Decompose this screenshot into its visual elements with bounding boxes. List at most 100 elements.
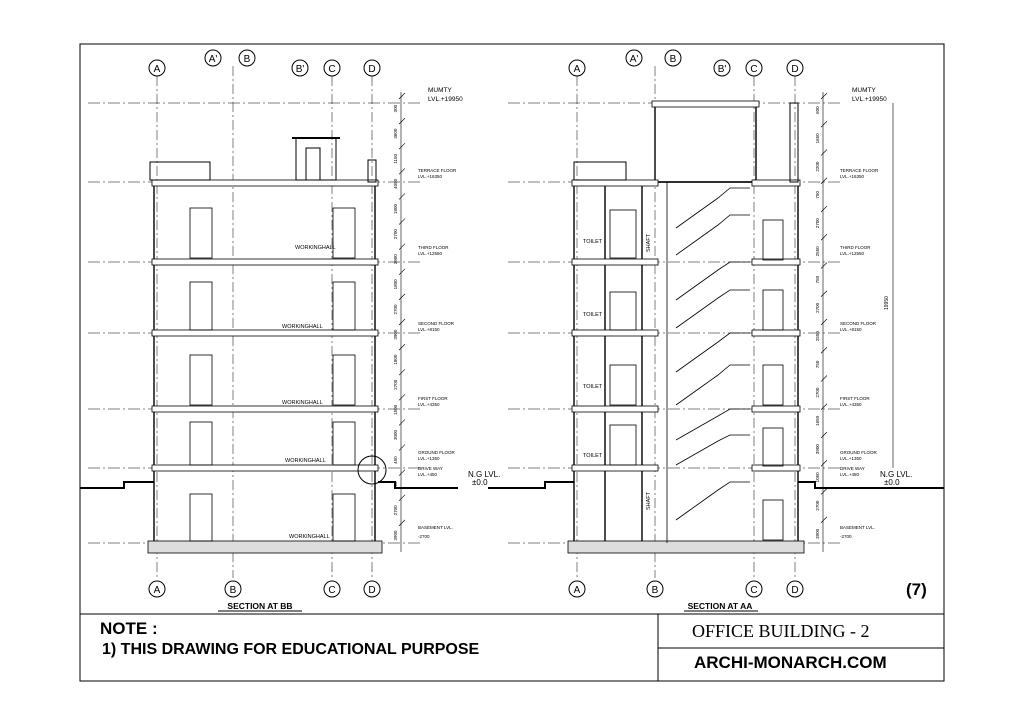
dimension-value: 1650 — [815, 415, 820, 426]
project-title: OFFICE BUILDING - 2 — [692, 621, 870, 641]
dimension-value: 1050 — [815, 472, 820, 483]
level-name: THIRD FLOOR — [840, 245, 871, 250]
level-name: MUMTY — [428, 87, 452, 94]
level-value: LVL.+450 — [840, 472, 860, 477]
dimension-value: 600 — [815, 106, 820, 114]
dimension-tick — [820, 262, 828, 269]
building-outline-bb — [153, 181, 376, 544]
dimension-tick — [398, 268, 406, 275]
dimension-value: 3900 — [815, 444, 820, 455]
dimension-tick — [398, 519, 406, 527]
dimension-value: 1500 — [393, 404, 398, 415]
dimension-tick — [398, 92, 406, 100]
ground-level-label: N.G LVL. — [468, 470, 500, 479]
grid-label: C — [750, 585, 757, 596]
floor-slabs-aa — [567, 100, 805, 554]
ground-level-label: N.G LVL. — [880, 470, 912, 479]
dimension-tick — [820, 488, 828, 495]
grid-label: B — [652, 585, 659, 596]
dimension-value: 2200 — [815, 161, 820, 172]
doors-bb — [189, 207, 356, 542]
dimension-tick — [820, 149, 828, 156]
section-caption: SECTION AT BB — [227, 601, 292, 611]
level-name: DRIVE WAY — [418, 466, 443, 471]
floor-slabs-bb — [147, 179, 383, 554]
level-value: -2700 — [840, 534, 852, 539]
dimension-tick — [820, 403, 828, 410]
level-name: DRIVE WAY — [840, 466, 865, 471]
dimension-value: 750 — [815, 360, 820, 368]
ground-level-value: ±0.0 — [472, 478, 488, 487]
dimension-tick — [820, 121, 828, 128]
level-name: BASEMENT LVL. — [418, 525, 453, 530]
room-label: WORKINGHALL — [295, 245, 336, 251]
dimension-value: 750 — [815, 275, 820, 283]
room-label: WORKINGHALL — [282, 324, 323, 330]
room-label: WORKINGHALL — [289, 534, 330, 540]
dimension-tick — [820, 516, 828, 523]
level-name: TERRACE FLOOR — [418, 168, 457, 173]
dimension-value: 3000 — [393, 429, 398, 440]
level-value: LVL.+12550 — [840, 251, 865, 256]
dimension-tick — [820, 375, 828, 382]
detail-callout-circle — [357, 455, 387, 485]
staircase-aa — [666, 182, 750, 543]
dimension-value: 750 — [815, 191, 820, 199]
grid-label: C — [328, 585, 335, 596]
level-value: LVL.+4350 — [840, 402, 862, 407]
dimension-value: 2700 — [393, 229, 398, 240]
level-name: BASEMENT LVL. — [840, 525, 875, 530]
grid-label: D — [368, 64, 375, 75]
section-aa: A A' B B' C D — [488, 49, 944, 612]
dimension-tick — [398, 218, 406, 225]
dimension-tick — [398, 394, 406, 401]
level-value: -2700 — [418, 534, 430, 539]
room-label: TOILET — [583, 453, 603, 459]
level-value: LVL.+19950 — [852, 96, 887, 103]
level-value: LVL.+450 — [418, 472, 438, 477]
dimension-value: 3600 — [393, 128, 398, 139]
shaft-label: SHAFT — [646, 233, 652, 252]
dimension-tick — [398, 143, 406, 150]
level-value: LVL.+16350 — [418, 174, 443, 179]
grid-label: B — [244, 54, 251, 65]
dimension-value: 1800 — [393, 279, 398, 290]
level-name: THIRD FLOOR — [418, 245, 449, 250]
dimension-value: 3900 — [393, 530, 398, 541]
level-name: SECOND FLOOR — [418, 321, 455, 326]
level-value: LVL.+19950 — [428, 96, 463, 103]
room-label: WORKINGHALL — [282, 400, 323, 406]
room-label: TOILET — [583, 312, 603, 318]
dimension-tick — [820, 234, 828, 241]
dimension-tick — [820, 177, 828, 184]
grid-label: A' — [209, 54, 218, 65]
dimension-tick — [820, 431, 828, 439]
grid-label: C — [328, 64, 335, 75]
grid-bubbles-top-aa: A A' B B' C D — [568, 49, 804, 77]
level-value: LVL.+8150 — [840, 327, 862, 332]
level-value: LVL.+8150 — [418, 327, 440, 332]
website-label: ARCHI-MONARCH.COM — [694, 653, 887, 672]
sheet-border — [79, 43, 945, 682]
ground-level-value: ±0.0 — [884, 478, 900, 487]
dimension-value: 2700 — [815, 302, 820, 313]
ground-line-aa-right — [798, 481, 944, 489]
dimension-tick — [820, 347, 828, 354]
grid-label: B' — [718, 64, 727, 75]
level-name: GROUND FLOOR — [418, 450, 456, 455]
level-lines-bb — [88, 102, 420, 544]
dimension-value: 2700 — [393, 304, 398, 315]
dimension-value: 1800 — [393, 354, 398, 365]
level-name: MUMTY — [852, 87, 876, 94]
grid-label: D — [368, 585, 375, 596]
dimension-value: 2550 — [815, 246, 820, 257]
grid-bubbles-bottom-bb: A B C D — [148, 580, 381, 598]
level-labels-aa: MUMTY LVL.+19950 TERRACE FLOOR LVL.+1635… — [840, 87, 912, 539]
dimension-value: 1150 — [393, 153, 398, 163]
terrace-parapet-aa — [573, 102, 799, 183]
dimension-tick — [398, 343, 406, 351]
dimension-value: 2700 — [815, 387, 820, 398]
level-name: GROUND FLOOR — [840, 450, 878, 455]
dimension-tick — [820, 205, 828, 213]
grid-label: A — [574, 64, 581, 75]
